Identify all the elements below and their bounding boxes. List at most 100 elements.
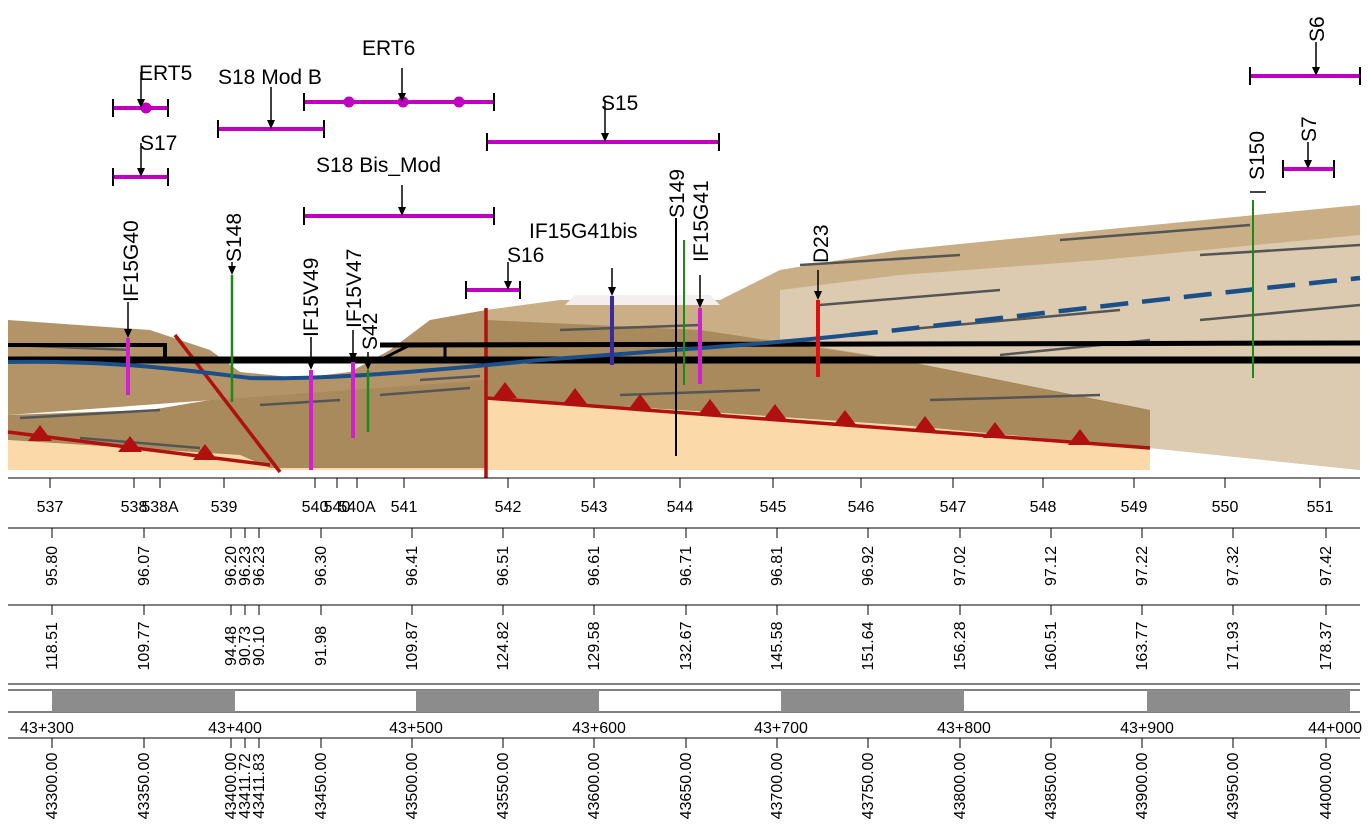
table-cell: 43950.00 [1225,753,1242,820]
probe-label: S148 [223,213,246,262]
table-cell: 547 [940,499,967,516]
probe-label: D23 [810,224,833,263]
arrow-head [398,207,406,216]
table-cell: 90.10 [251,626,268,666]
table-cell: 43+300 [20,720,74,737]
table-cell: 91.98 [313,626,330,666]
table-cell: 94.48 [223,626,240,666]
arrow-head [696,299,704,308]
table-cell: 43+400 [208,720,262,737]
scale-bar-segment [781,690,964,712]
arrow-head [1312,67,1320,76]
table-cell: 538A [141,499,179,516]
arrow-head [608,287,616,296]
probe-label: IF15V49 [300,258,323,337]
table-cell: 43300.00 [44,753,61,820]
probe-dot [140,102,152,114]
arrow-head [1304,160,1312,169]
probe-label: IF15V47 [343,249,366,328]
table-cell: 44+000 [1308,720,1362,737]
table-cell: 550 [1212,499,1239,516]
table-cell: 109.87 [404,621,421,670]
table-cell: 151.64 [860,621,877,670]
table-cell: 129.58 [586,621,603,670]
probe-dot [397,96,409,108]
arrow-head [504,281,512,290]
table-cell: 145.58 [769,621,786,670]
arrow-head [601,133,609,142]
table-cell: 539 [211,499,238,516]
probe-label: ERT6 [362,37,415,60]
table-cell: 43+700 [754,720,808,737]
fault-triangle [1068,429,1092,445]
table-cell: 542 [495,499,522,516]
bedrock-layer [8,398,1150,470]
fault-triangle [833,410,857,426]
table-cell: 96.41 [404,546,421,586]
table-cell: 545 [760,499,787,516]
fault-triangle [698,399,722,415]
probe-dot [453,96,465,108]
table-cell: 118.51 [44,622,61,670]
arrow-head [814,291,822,300]
table-cell: 43750.00 [860,753,877,820]
table-cell: 171.93 [1225,621,1242,670]
water-table-line [7,333,851,381]
table-cell: 156.28 [952,621,969,670]
fault-triangle [763,404,787,420]
arrow-head [398,93,406,102]
probe-label: S150 [1246,131,1269,180]
table-cell: 97.22 [1134,546,1151,586]
table-cell: 43900.00 [1134,753,1151,820]
arrow-head [124,329,132,338]
table-cell: 43700.00 [769,753,786,820]
table-cell: 541 [391,499,418,516]
arrow-head [349,353,357,362]
table-cell: 43650.00 [678,753,695,820]
arrow-head [228,266,236,275]
table-cell: 96.23 [237,546,254,586]
probe-label: S18 Mod B [218,66,322,89]
fault-triangle [913,416,937,432]
table-cell: 540 [302,499,329,516]
fault-triangle [118,436,142,452]
probe-label: S16 [507,244,544,267]
table-cell: 43400.00 [223,753,240,820]
table-cell: 96.20 [223,546,240,586]
arrow-head [307,361,315,370]
probe-label: S6 [1306,16,1329,42]
table-cell: 548 [1030,499,1057,516]
table-cell: 132.67 [678,621,695,670]
arrow-head [137,168,145,177]
table-cell: 96.61 [586,546,603,586]
table-cell: 43850.00 [1043,753,1060,820]
table-ticks [49,478,1327,748]
arrow-head [364,361,372,370]
table-cell: 97.12 [1043,546,1060,586]
table-cell: 96.81 [769,546,786,586]
table-cell: 43411.72 [237,753,254,819]
table-cell: 540 [324,499,351,516]
fault-line-right [485,396,1151,450]
table-cell: 43800.00 [952,753,969,820]
clay-lenses [9,223,1361,450]
scale-bar-segment [416,690,599,712]
table-cell: 97.02 [952,546,969,586]
table-cell: 43411.83 [251,753,268,819]
table-cell: 43500.00 [404,753,421,820]
fault-triangle [563,388,587,404]
table-cell: 90.73 [237,626,254,666]
table-cell: 544 [667,499,694,516]
probe-label: S7 [1298,116,1321,142]
table-cell: 124.82 [495,621,512,670]
probe-label: S18 Bis_Mod [316,154,441,177]
table-cell: 43+600 [572,720,626,737]
arrow-head [137,99,145,108]
table-cell: 43+800 [937,720,991,737]
table-cell: 109.77 [136,621,153,670]
table-cell: 44000.00 [1318,753,1335,820]
